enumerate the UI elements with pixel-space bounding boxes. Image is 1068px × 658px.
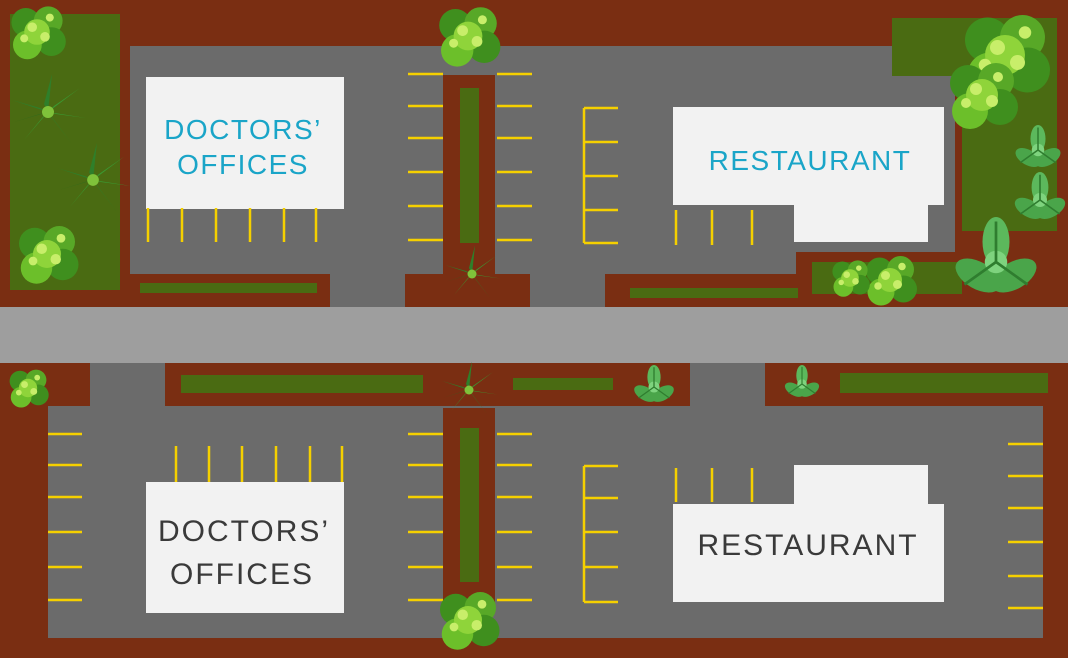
- bush-plant: [439, 7, 501, 67]
- top-doctors-offices-building: [146, 77, 344, 209]
- top-entrance-right: [530, 270, 605, 307]
- top-offices-label-line1: DOCTORS’: [164, 114, 322, 145]
- bush-plant: [440, 592, 500, 650]
- bottom-restaurant-label: RESTAURANT: [697, 529, 918, 562]
- bush-plant: [950, 63, 1018, 129]
- top-offices-label-line2: OFFICES: [177, 149, 309, 180]
- bottom-restaurant-building: [673, 504, 944, 602]
- bottom-entrance-right: [690, 363, 765, 408]
- main-road: [0, 307, 1068, 363]
- bottom-doctors-offices-building: [146, 482, 344, 613]
- bush-plant: [9, 369, 49, 408]
- top-restaurant-building: [673, 107, 944, 205]
- fern-plant: [632, 365, 676, 407]
- bottom-offices-label-line1: DOCTORS’: [158, 515, 330, 548]
- bush-plant: [866, 256, 917, 306]
- parking-stripes: [48, 72, 1043, 610]
- bottom-entrance-left: [90, 363, 165, 408]
- bush-plant: [832, 260, 870, 297]
- fern-plant: [783, 365, 821, 401]
- top-entrance-left: [330, 270, 405, 307]
- bush-plant: [11, 6, 66, 60]
- top-restaurant-label: RESTAURANT: [709, 145, 912, 176]
- bush-plant: [19, 226, 79, 284]
- bottom-offices-label-line2: OFFICES: [170, 558, 314, 591]
